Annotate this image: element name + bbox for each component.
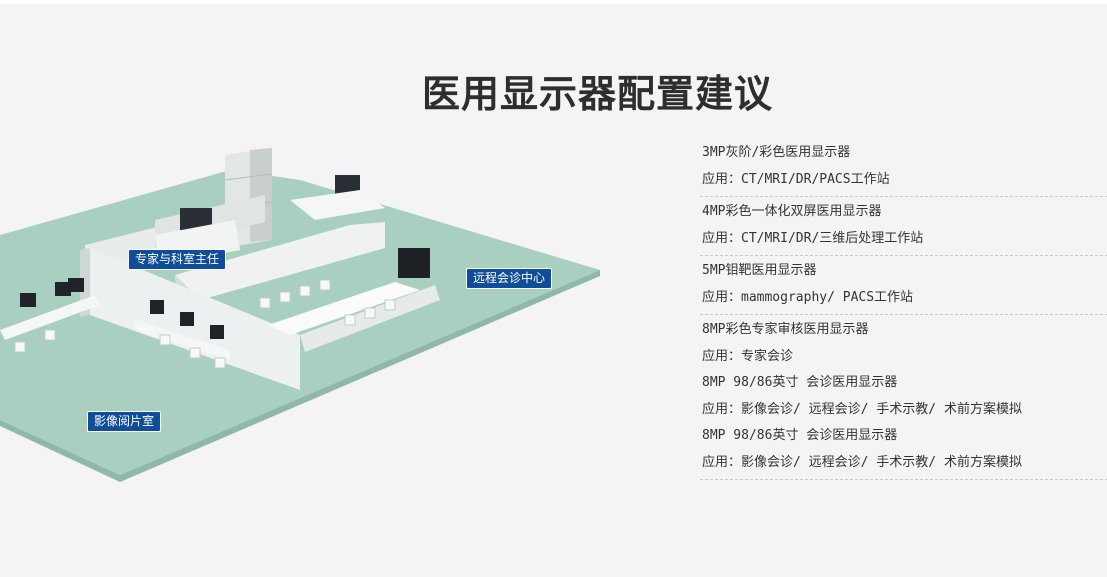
conference-table xyxy=(268,282,420,335)
spec-application: 应用：mammography/ PACS工作站 xyxy=(702,289,914,305)
spec-application: 应用：CT/MRI/DR/三维后处理工作站 xyxy=(702,230,924,246)
spec-name: 5MP钼靶医用显示器 xyxy=(702,263,817,278)
spec-name: 4MP彩色一体化双屏医用显示器 xyxy=(702,204,882,219)
reading-room-wall xyxy=(90,248,300,390)
spec-application: 应用：CT/MRI/DR/PACS工作站 xyxy=(702,171,890,187)
spec-application: 应用：影像会诊/ 远程会诊/ 手术示教/ 术前方案模拟 xyxy=(702,454,1022,470)
office-illustration: 专家与科室主任 远程会诊中心 影像阅片室 xyxy=(0,120,620,490)
spec-item-8mp: 8MP彩色专家审核医用显示器 应用：专家会诊 8MP 98/86英寸 会诊医用显… xyxy=(700,315,1107,480)
label-reading-room: 影像阅片室 xyxy=(87,411,162,432)
spec-name: 8MP 98/86英寸 会诊医用显示器 xyxy=(702,375,898,390)
floor-plan-image xyxy=(0,148,600,482)
page-title: 医用显示器配置建议 xyxy=(421,72,773,116)
label-expert-office: 专家与科室主任 xyxy=(128,249,227,270)
center-wall xyxy=(175,222,385,300)
desk xyxy=(290,190,385,220)
top-strip xyxy=(0,0,1107,4)
spec-item-5mp: 5MP钼靶医用显示器 应用：mammography/ PACS工作站 xyxy=(700,256,1107,315)
spec-application: 应用：影像会诊/ 远程会诊/ 手术示教/ 术前方案模拟 xyxy=(702,401,1022,417)
spec-name: 8MP彩色专家审核医用显示器 xyxy=(702,322,869,337)
monitor xyxy=(180,208,212,230)
spec-application: 应用：专家会诊 xyxy=(702,348,794,364)
spec-name: 3MP灰阶/彩色医用显示器 xyxy=(702,145,851,160)
spec-item-4mp: 4MP彩色一体化双屏医用显示器 应用：CT/MRI/DR/三维后处理工作站 xyxy=(700,197,1107,256)
large-display xyxy=(398,248,430,278)
label-remote-center: 远程会诊中心 xyxy=(466,268,553,289)
spec-name: 8MP 98/86英寸 会诊医用显示器 xyxy=(702,428,898,443)
spec-list: 3MP灰阶/彩色医用显示器 应用：CT/MRI/DR/PACS工作站 4MP彩色… xyxy=(700,138,1107,480)
spec-item-3mp: 3MP灰阶/彩色医用显示器 应用：CT/MRI/DR/PACS工作站 xyxy=(700,138,1107,197)
